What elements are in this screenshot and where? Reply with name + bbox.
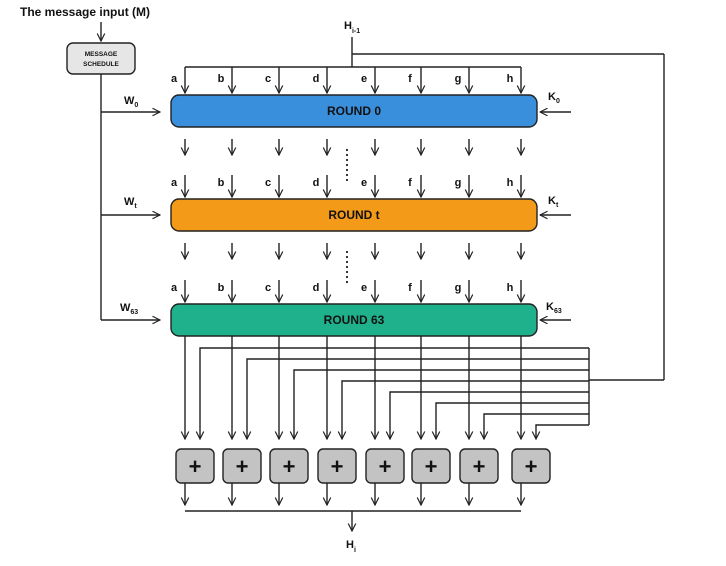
feedforward-lane-6 bbox=[484, 413, 589, 439]
var-label-r1-6: g bbox=[455, 177, 462, 189]
var-label-r0-4: e bbox=[361, 73, 367, 85]
w63-label: W63 bbox=[120, 302, 138, 316]
var-label-r1-5: f bbox=[408, 177, 412, 189]
var-label-r2-5: f bbox=[408, 282, 412, 294]
ellipsis-upper bbox=[345, 148, 349, 182]
var-label-r0-2: c bbox=[265, 73, 271, 85]
round-0-label: ROUND 0 bbox=[327, 104, 381, 118]
adder-plus-6: + bbox=[473, 454, 486, 479]
feedforward-lane-3 bbox=[342, 380, 589, 439]
diagram-title: The message input (M) bbox=[20, 5, 150, 19]
adder-plus-2: + bbox=[283, 454, 296, 479]
adder-plus-4: + bbox=[379, 454, 392, 479]
adder-plus-0: + bbox=[189, 454, 202, 479]
adder-5: + bbox=[411, 448, 451, 484]
adder-7: + bbox=[511, 448, 551, 484]
var-label-r1-7: h bbox=[507, 177, 514, 189]
kt-label: Kt bbox=[548, 195, 559, 209]
var-label-r1-0: a bbox=[171, 177, 178, 189]
h-in-label: Hi-1 bbox=[344, 20, 360, 35]
schedule-line1: MESSAGE bbox=[85, 51, 118, 58]
wiring-layer: a b c d e f g h a b c d e f g h a b c d e f g h + + + + + + + + bbox=[171, 67, 590, 505]
round-t: ROUND t bbox=[170, 198, 538, 232]
h-out-label: Hi bbox=[346, 539, 356, 554]
wt-label: Wt bbox=[124, 196, 137, 210]
round-t-box bbox=[170, 198, 538, 232]
var-label-r1-2: c bbox=[265, 177, 271, 189]
feedforward-lane-0 bbox=[200, 347, 589, 439]
round-63-label: ROUND 63 bbox=[324, 313, 385, 327]
adder-plus-3: + bbox=[331, 454, 344, 479]
adder-6: + bbox=[459, 448, 499, 484]
k0-label: K0 bbox=[548, 91, 560, 105]
var-label-r2-1: b bbox=[218, 282, 225, 294]
message-schedule-box: MESSAGE SCHEDULE bbox=[66, 42, 136, 75]
var-label-r2-3: d bbox=[313, 282, 320, 294]
var-label-r0-7: h bbox=[507, 73, 514, 85]
var-label-r0-1: b bbox=[218, 73, 225, 85]
var-label-r2-4: e bbox=[361, 282, 367, 294]
round-63-box bbox=[170, 303, 538, 337]
adder-1: + bbox=[222, 448, 262, 484]
var-label-r0-6: g bbox=[455, 73, 462, 85]
adder-plus-5: + bbox=[425, 454, 438, 479]
var-label-r2-0: a bbox=[171, 282, 178, 294]
adder-4: + bbox=[365, 448, 405, 484]
feedforward-lane-1 bbox=[247, 358, 589, 439]
round-0-box bbox=[170, 94, 538, 128]
schedule-line2: SCHEDULE bbox=[83, 61, 119, 68]
k63-label: K63 bbox=[546, 301, 562, 315]
adder-plus-1: + bbox=[236, 454, 249, 479]
var-label-r1-3: d bbox=[313, 177, 320, 189]
var-label-r0-5: f bbox=[408, 73, 412, 85]
adder-plus-7: + bbox=[525, 454, 538, 479]
feedforward-lane-5 bbox=[436, 402, 589, 439]
round-0: ROUND 0 bbox=[170, 94, 538, 128]
adder-2: + bbox=[269, 448, 309, 484]
var-label-r1-1: b bbox=[218, 177, 225, 189]
feedforward-lane-2 bbox=[294, 369, 589, 439]
feedforward-lane-4 bbox=[390, 391, 589, 439]
w0-label: W0 bbox=[124, 95, 138, 109]
var-label-r2-2: c bbox=[265, 282, 271, 294]
var-label-r0-0: a bbox=[171, 73, 178, 85]
var-label-r0-3: d bbox=[313, 73, 320, 85]
var-label-r2-7: h bbox=[507, 282, 514, 294]
adder-0: + bbox=[175, 448, 215, 484]
var-label-r2-6: g bbox=[455, 282, 462, 294]
round-t-label: ROUND t bbox=[328, 208, 379, 222]
adder-3: + bbox=[317, 448, 357, 484]
round-63: ROUND 63 bbox=[170, 303, 538, 337]
feedforward-lane-7 bbox=[536, 424, 589, 439]
var-label-r1-4: e bbox=[361, 177, 367, 189]
ellipsis-lower bbox=[345, 250, 349, 284]
